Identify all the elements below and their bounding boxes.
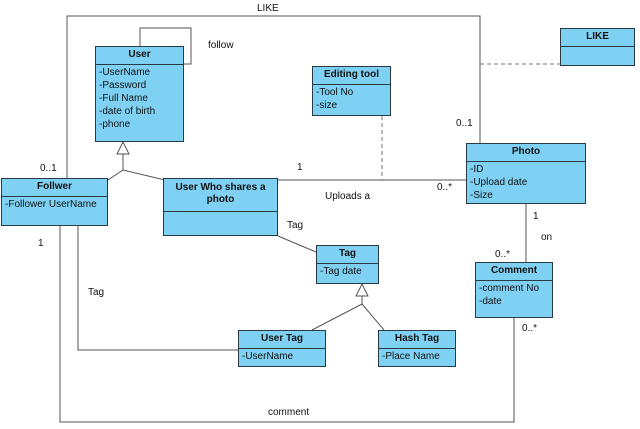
comment-association (59, 226, 515, 423)
class-user-attribute: -Full Name (99, 93, 148, 104)
class-editing-tool-attribute: -size (316, 100, 338, 111)
class-hash-tag[interactable]: Hash Tag -Place Name (378, 330, 456, 367)
class-user-attribute: -UserName (99, 67, 151, 78)
class-user-attribute: -Password (99, 80, 147, 91)
class-photo-attribute: -ID (470, 164, 484, 175)
class-comment-attribute: -comment No (479, 283, 540, 294)
class-editing-tool-name: Editing tool (313, 67, 390, 85)
generalization-follower (107, 169, 124, 181)
label-comment-association: comment (268, 407, 310, 418)
class-sharer[interactable]: User Who shares a photo (163, 178, 278, 236)
label-follow: follow (208, 40, 234, 51)
multiplicity-photo-top: 0..1 (456, 118, 473, 129)
class-sharer-name: User Who shares a photo (164, 179, 277, 212)
class-follower-name: Follwer (2, 179, 107, 197)
class-hash-tag-attribute: -Place Name (382, 351, 440, 362)
class-photo[interactable]: Photo -ID -Upload date -Size (466, 143, 586, 204)
sharer-tag-association (277, 235, 317, 253)
class-comment-attribute: -date (479, 296, 502, 307)
class-photo-name: Photo (467, 144, 585, 162)
class-comment[interactable]: Comment -comment No -date (475, 262, 553, 318)
generalization-user-tag (311, 303, 363, 331)
class-editing-tool[interactable]: Editing tool -Tool No -size (312, 66, 391, 116)
label-uploads: Uploads a (325, 191, 371, 202)
class-photo-attribute: -Upload date (470, 177, 528, 188)
class-comment-name: Comment (476, 263, 552, 281)
multiplicity-follower-bottom: 1 (38, 238, 44, 249)
multiplicity-comment-bottom: 0..* (522, 323, 538, 334)
class-user-tag-attribute: -UserName (242, 351, 294, 362)
class-hash-tag-name: Hash Tag (379, 331, 455, 349)
class-user[interactable]: User -UserName -Password -Full Name -dat… (95, 46, 184, 142)
class-photo-attribute: -Size (470, 190, 493, 201)
label-tag-sharer: Tag (287, 220, 304, 231)
class-tag-attribute: -Tag date (320, 266, 362, 277)
class-user-attribute: -date of birth (99, 106, 156, 117)
label-tag-follower: Tag (88, 287, 105, 298)
class-user-tag[interactable]: User Tag -UserName (238, 330, 326, 367)
class-user-attribute: -phone (99, 119, 131, 130)
class-user-tag-name: User Tag (239, 331, 325, 349)
class-tag-name: Tag (317, 246, 378, 264)
class-tag[interactable]: Tag -Tag date (316, 245, 379, 284)
generalization-arrow-tag (355, 282, 369, 297)
class-follower-attribute: -Follower UserName (5, 199, 97, 210)
generalization-arrow-user (116, 140, 130, 155)
like-association (66, 15, 481, 178)
follower-usertag-association (77, 226, 238, 351)
generalization-sharer (122, 169, 166, 181)
multiplicity-photo-comment: 1 (533, 211, 539, 222)
class-like[interactable]: LIKE (560, 28, 635, 66)
multiplicity-comment-top: 0..* (495, 249, 511, 260)
multiplicity-photo-sharer: 0..* (437, 182, 453, 193)
class-like-name: LIKE (561, 29, 634, 47)
class-follower[interactable]: Follwer -Follower UserName (1, 178, 108, 226)
class-editing-tool-attribute: -Tool No (316, 87, 354, 98)
generalization-hash-tag (361, 303, 385, 331)
multiplicity-sharer-photo: 1 (297, 162, 303, 173)
class-user-name: User (96, 47, 183, 65)
label-on: on (541, 232, 553, 243)
label-like-association: LIKE (257, 3, 279, 14)
multiplicity-follower-top: 0..1 (40, 163, 57, 174)
follow-association (139, 27, 192, 65)
